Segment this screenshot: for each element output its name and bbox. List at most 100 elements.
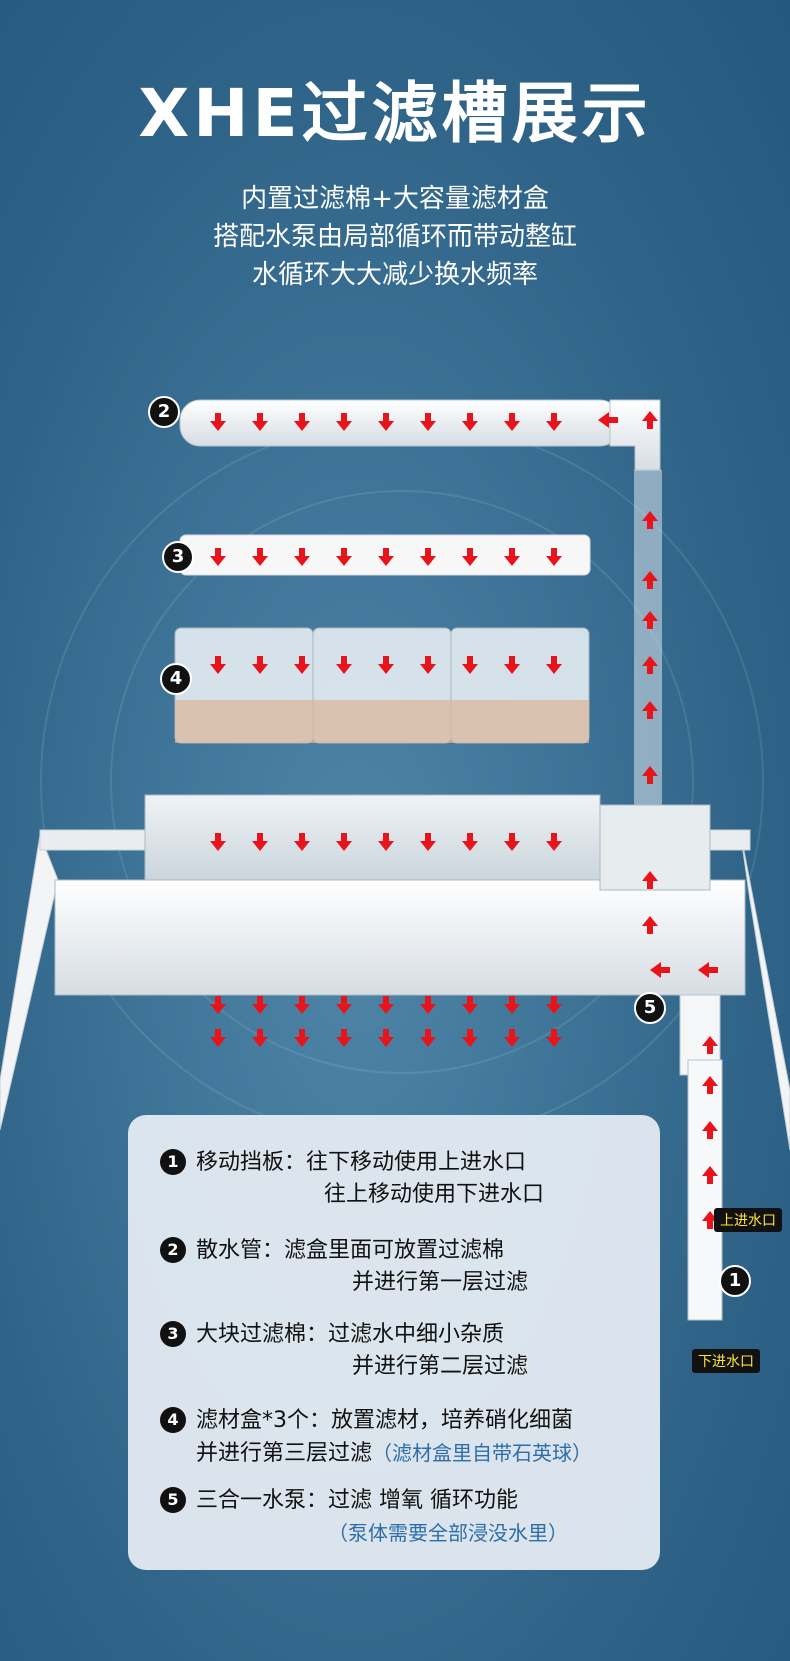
- flow-arrow-down: [294, 1029, 310, 1047]
- flow-arrow-down: [504, 1029, 520, 1047]
- flow-arrow-down: [462, 833, 478, 851]
- flow-arrow-up: [642, 871, 658, 889]
- subtitle-line-3: 水循环大大减少换水频率: [251, 260, 538, 290]
- flow-arrow-up: [702, 1036, 718, 1054]
- flow-arrow-down: [420, 413, 436, 431]
- flow-arrow-down: [252, 1029, 268, 1047]
- flow-arrow-up: [642, 571, 658, 589]
- flow-arrow-up: [642, 511, 658, 529]
- legend-cont-1: 往上移动使用下进水口: [324, 1182, 545, 1207]
- upper-inlet-tag: 上进水口: [714, 1208, 782, 1232]
- lower-inlet-tag: 下进水口: [692, 1349, 760, 1373]
- flow-arrow-up: [642, 611, 658, 629]
- subtitle-line-2: 搭配水泵由局部循环而带动整缸: [212, 222, 577, 252]
- flow-arrow-down: [336, 548, 352, 566]
- flow-arrow-down: [546, 548, 562, 566]
- flow-arrow-down: [504, 656, 520, 674]
- flow-arrow-down: [462, 656, 478, 674]
- flow-arrow-up: [642, 766, 658, 784]
- legend-item-1: 1 移动挡板：往下移动使用上进水口: [160, 1147, 526, 1179]
- legend-num-1: 1: [160, 1149, 186, 1175]
- subtitle: 内置过滤棉+大容量滤材盒 搭配水泵由局部循环而带动整缸 水循环大大减少换水频率: [0, 180, 790, 294]
- flow-arrow-down: [336, 996, 352, 1014]
- flow-arrow-down: [210, 548, 226, 566]
- media-boxes: [174, 627, 590, 744]
- flow-arrow-down: [378, 656, 394, 674]
- subtitle-line-1: 内置过滤棉+大容量滤材盒: [241, 184, 549, 214]
- legend-text-4: 放置滤材，培养硝化细菌: [331, 1408, 574, 1433]
- flow-arrow-down: [294, 548, 310, 566]
- flow-arrow-left: [598, 412, 618, 428]
- flow-arrow-down: [210, 996, 226, 1014]
- flow-arrow-down: [378, 413, 394, 431]
- flow-arrow-down: [210, 413, 226, 431]
- flow-arrow-down: [462, 413, 478, 431]
- flow-arrow-down: [336, 1029, 352, 1047]
- flow-arrow-down: [294, 413, 310, 431]
- callout-3: 3: [162, 541, 194, 573]
- flow-arrow-down: [420, 656, 436, 674]
- flow-arrow-down: [252, 413, 268, 431]
- legend-item-4: 4 滤材盒*3个：放置滤材，培养硝化细菌: [160, 1405, 573, 1437]
- legend-num-3: 3: [160, 1321, 186, 1347]
- flow-arrow-down: [336, 833, 352, 851]
- flow-arrow-down: [546, 1029, 562, 1047]
- flow-arrow-up: [702, 1166, 718, 1184]
- callout-4: 4: [160, 663, 192, 695]
- flow-arrow-down: [378, 833, 394, 851]
- flow-arrow-down: [546, 656, 562, 674]
- legend-cont-4-text: 并进行第三层过滤: [196, 1441, 373, 1466]
- legend-text-5: 过滤 增氧 循环功能: [328, 1488, 519, 1513]
- flow-arrow-down: [462, 1029, 478, 1047]
- legend-label-4: 滤材盒*3个：: [196, 1408, 331, 1433]
- filter-tank-base: [54, 879, 746, 996]
- pump-outlet: [599, 804, 711, 891]
- flow-arrow-down: [294, 656, 310, 674]
- page-title: XHE过滤槽展示: [138, 75, 652, 152]
- background-dial-ring-inner: [110, 490, 694, 1074]
- flow-arrow-down: [504, 413, 520, 431]
- flow-arrow-down: [546, 996, 562, 1014]
- flow-arrow-left: [650, 962, 670, 978]
- flow-arrow-down: [546, 413, 562, 431]
- legend-note-4: （滤材盒里自带石英球）: [372, 1441, 593, 1465]
- legend-label-2: 散水管：: [196, 1238, 285, 1263]
- flow-arrow-down: [294, 996, 310, 1014]
- legend-note-5: （泵体需要全部浸没水里）: [328, 1521, 568, 1545]
- flow-arrow-down: [252, 656, 268, 674]
- legend-label-5: 三合一水泵：: [196, 1488, 329, 1513]
- filter-tank-upper: [144, 794, 601, 886]
- flow-arrow-up: [702, 1076, 718, 1094]
- flow-arrow-down: [420, 548, 436, 566]
- flow-arrow-down: [420, 996, 436, 1014]
- legend-num-4: 4: [160, 1407, 186, 1433]
- flow-arrow-down: [504, 833, 520, 851]
- legend-text-1: 往下移动使用上进水口: [306, 1150, 527, 1175]
- legend-cont-4: 并进行第三层过滤（滤材盒里自带石英球）: [196, 1437, 592, 1470]
- callout-2: 2: [148, 396, 180, 428]
- flow-arrows: [210, 411, 718, 1229]
- flow-arrow-left: [698, 962, 718, 978]
- tank-frame-left: [0, 833, 59, 1131]
- legend-cont-2: 并进行第一层过滤: [352, 1270, 529, 1295]
- legend-label-3: 大块过滤棉：: [196, 1322, 329, 1347]
- callout-5: 5: [634, 992, 666, 1024]
- flow-arrow-down: [462, 548, 478, 566]
- movable-baffle: [687, 1059, 723, 1321]
- legend-text-2: 滤盒里面可放置过滤棉: [284, 1238, 505, 1263]
- flow-arrow-down: [336, 413, 352, 431]
- flow-arrow-down: [294, 833, 310, 851]
- flow-arrow-down: [210, 833, 226, 851]
- spray-bar-elbow: [609, 399, 661, 471]
- flow-arrow-up: [702, 1211, 718, 1229]
- flow-arrow-down: [546, 833, 562, 851]
- legend-cont-3: 并进行第二层过滤: [352, 1354, 529, 1379]
- flow-arrow-down: [252, 548, 268, 566]
- flow-arrow-up: [642, 701, 658, 719]
- legend-label-1: 移动挡板：: [196, 1150, 307, 1175]
